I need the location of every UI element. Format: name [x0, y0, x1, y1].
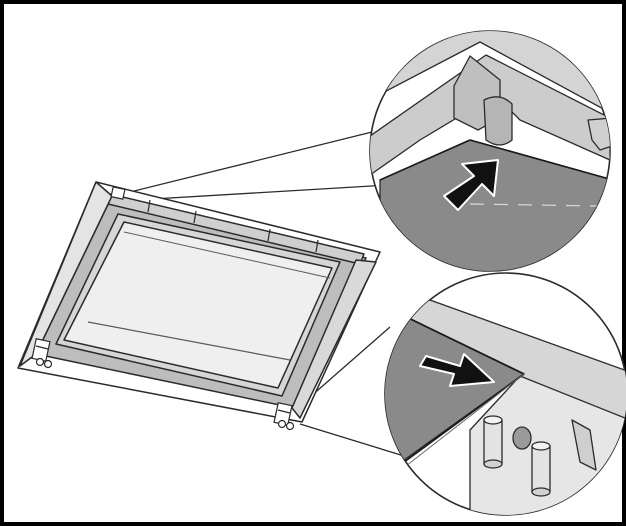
clip-top-left	[110, 186, 126, 200]
door-side-strip	[291, 259, 377, 419]
detail-top	[369, 30, 611, 272]
detail-bottom	[384, 272, 626, 516]
push-up-arrow-icon	[443, 159, 499, 211]
mounting-posts	[483, 415, 551, 497]
hinge-bottom-left	[31, 338, 53, 369]
hinge-bottom-right	[273, 402, 295, 431]
door-hinges	[31, 186, 295, 431]
oven-door	[17, 181, 381, 423]
rail-notches	[147, 199, 319, 253]
slide-right-arrow-icon	[419, 353, 495, 387]
